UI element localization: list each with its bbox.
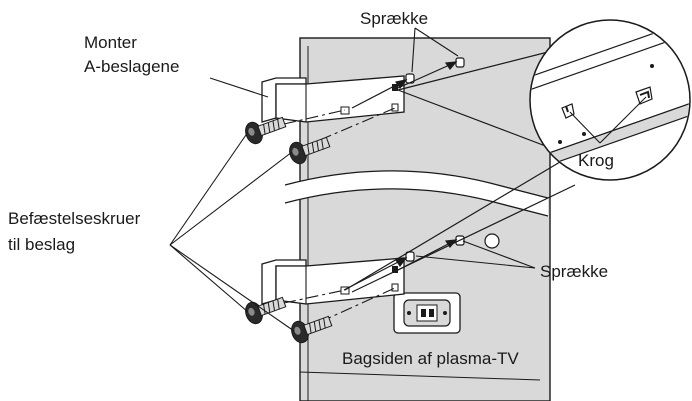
label-slot-top: Sprække <box>360 9 428 28</box>
screw-icon <box>245 116 333 344</box>
power-connector <box>393 292 461 334</box>
break-line <box>284 170 549 217</box>
magnifier-lines <box>344 51 576 293</box>
label-screws-line2: til beslag <box>8 235 75 254</box>
label-screws-line1: Befæstelseskruer <box>8 209 141 228</box>
bracket-top <box>261 75 405 123</box>
alignment-lines <box>283 107 396 323</box>
label-back-of-tv: Bagsiden af plasma-TV <box>342 349 519 368</box>
leader-lines <box>169 27 647 332</box>
panel-hole <box>484 233 500 249</box>
magnified-detail <box>529 19 691 181</box>
label-slot-bottom: Sprække <box>540 262 608 281</box>
label-mount-line2: A-beslagene <box>84 57 179 76</box>
label-mount-line1: Monter <box>84 33 137 52</box>
label-hook: Krog <box>578 151 614 170</box>
